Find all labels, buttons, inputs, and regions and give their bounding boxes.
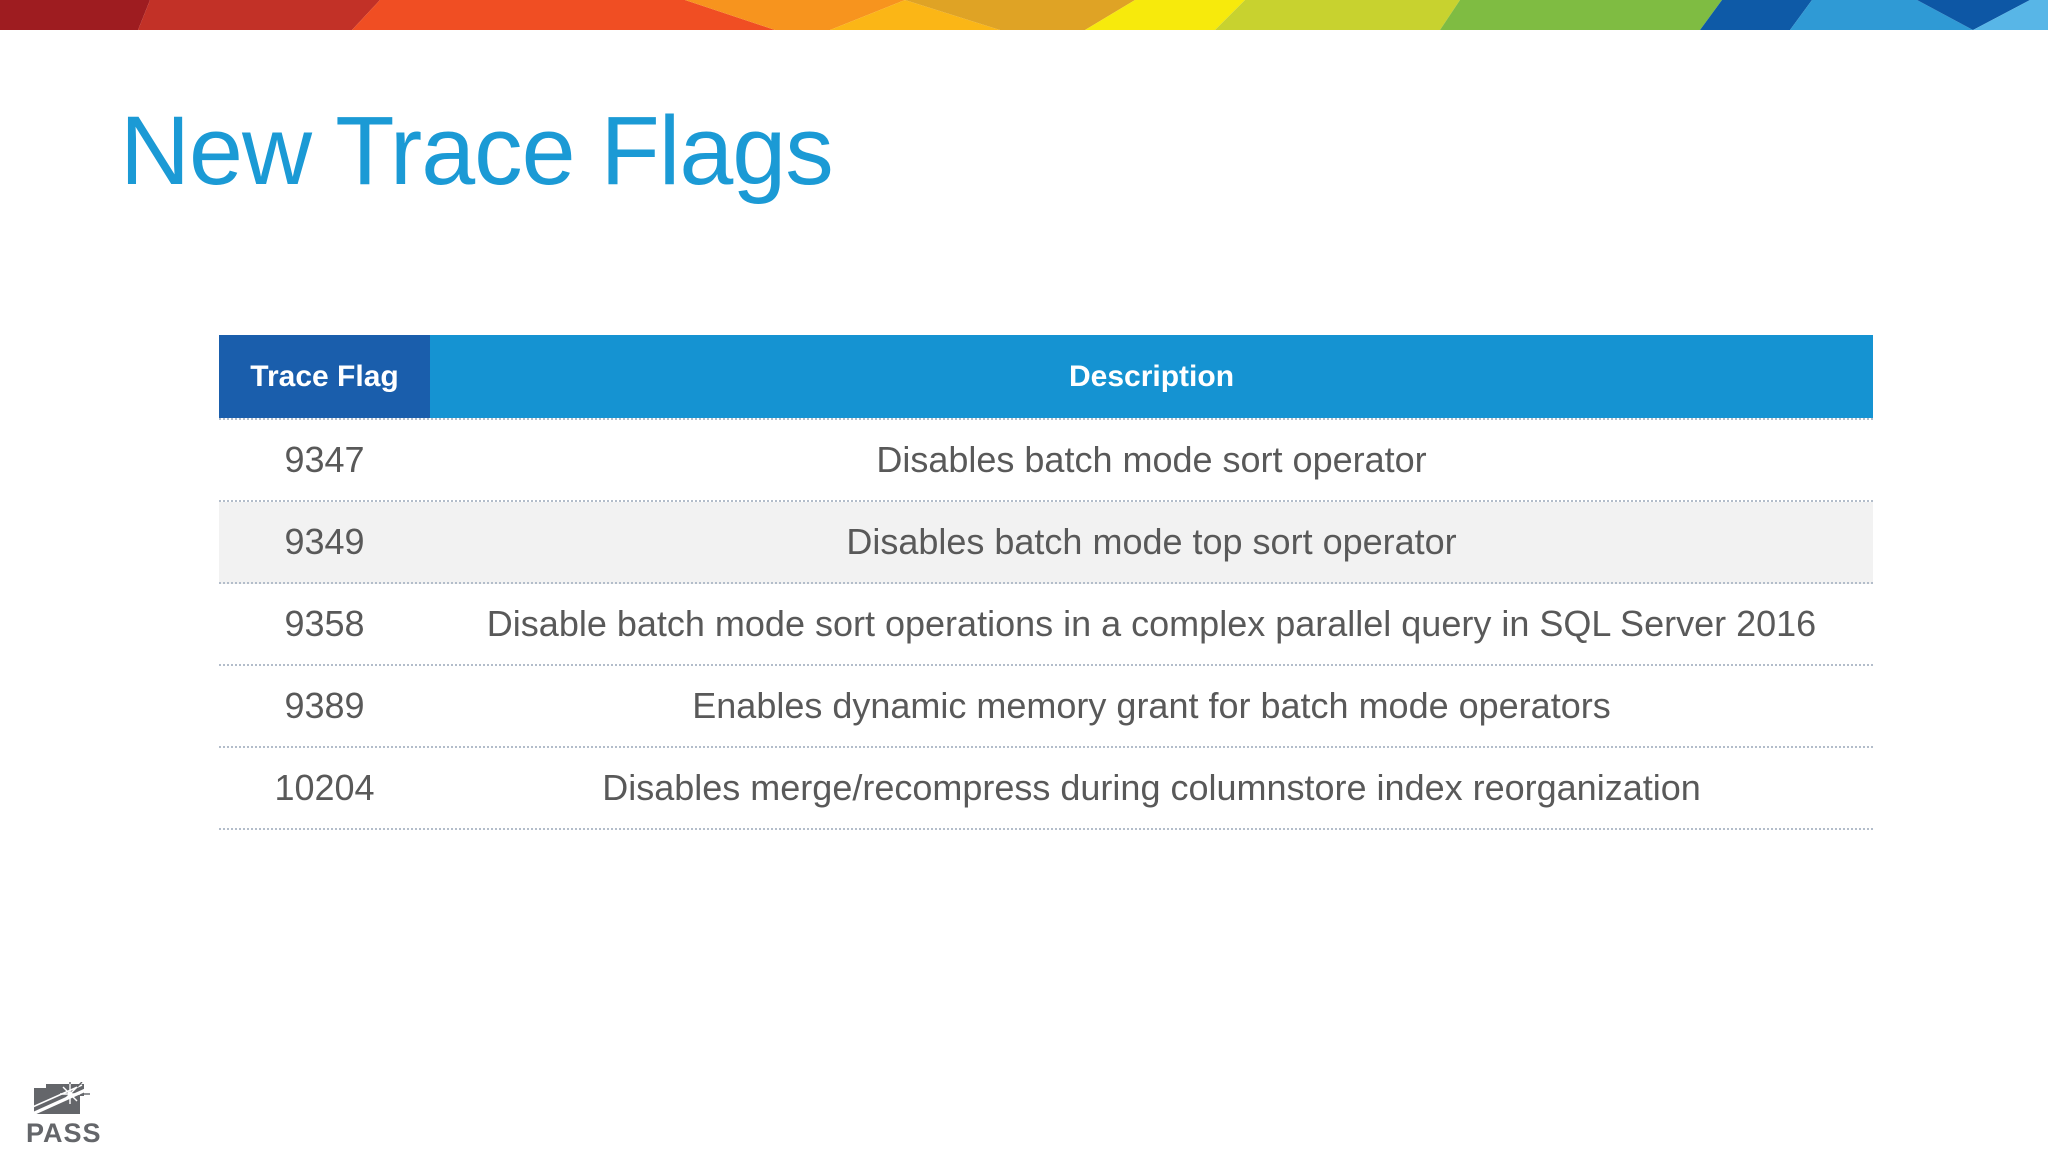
description-cell: Disables batch mode top sort operator <box>846 521 1457 563</box>
description-cell: Disables batch mode sort operator <box>876 439 1427 481</box>
description-cell: Disable batch mode sort operations in a … <box>486 603 1817 645</box>
trace-flag-cell: 9389 <box>284 685 365 726</box>
description-cell: Disables merge/recompress during columns… <box>602 767 1701 809</box>
table-row: 9358 Disable batch mode sort operations … <box>219 584 1873 666</box>
table-row: 10204 Disables merge/recompress during c… <box>219 748 1873 830</box>
table-row: 9347 Disables batch mode sort operator <box>219 420 1873 502</box>
page-title: New Trace Flags <box>120 95 834 205</box>
description-cell: Enables dynamic memory grant for batch m… <box>692 685 1611 727</box>
banner-mosaic <box>0 0 2048 30</box>
trace-flag-cell: 9349 <box>284 521 365 562</box>
table-header-row: Trace Flag Description <box>219 335 1873 420</box>
pass-flag-icon <box>32 1082 91 1117</box>
trace-flag-cell: 9347 <box>284 439 365 480</box>
pass-logo-text: PASS <box>26 1118 102 1148</box>
trace-flags-table: Trace Flag Description 9347 Disables bat… <box>219 335 1873 830</box>
pass-logo: PASS <box>26 1082 116 1149</box>
table-row: 9349 Disables batch mode top sort operat… <box>219 502 1873 584</box>
column-header-trace-flag: Trace Flag <box>219 335 430 418</box>
column-header-description: Description <box>430 335 1873 418</box>
trace-flag-cell: 10204 <box>274 767 375 808</box>
table-row: 9389 Enables dynamic memory grant for ba… <box>219 666 1873 748</box>
trace-flag-cell: 9358 <box>284 603 365 644</box>
